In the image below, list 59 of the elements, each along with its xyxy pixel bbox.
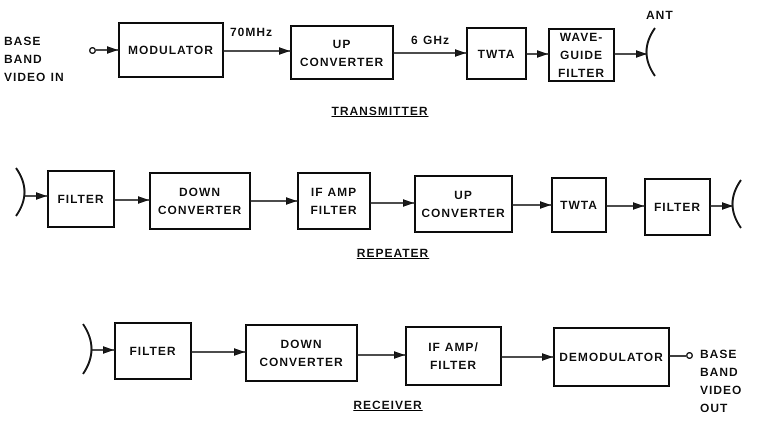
arrow <box>91 346 114 354</box>
terminal-label: BASE BAND VIDEO IN <box>4 33 66 86</box>
block-box <box>553 327 670 387</box>
arrow <box>607 202 644 210</box>
block-box <box>114 322 192 380</box>
arrow <box>115 196 149 204</box>
block-label: IF AMP FILTER <box>309 184 359 219</box>
arrow <box>96 46 118 54</box>
arrow <box>711 202 733 210</box>
arrow <box>224 47 290 55</box>
block-label: FILTER <box>129 343 177 360</box>
block-label: DOWN CONVERTER <box>258 336 345 371</box>
block-label: DOWN CONVERTER <box>156 184 244 219</box>
arrow <box>358 351 405 359</box>
block-box <box>290 25 394 80</box>
arrow <box>251 197 297 205</box>
arrow <box>527 50 548 58</box>
block-box <box>245 324 358 382</box>
block-label: WAVE-GUIDE FILTER <box>556 29 606 82</box>
block-box <box>644 178 711 236</box>
section-title: REPEATER <box>356 246 430 260</box>
antenna-symbol <box>82 324 92 374</box>
terminal-circle <box>89 47 96 54</box>
block-label: DEMODULATOR <box>559 349 664 366</box>
block-label: FILTER <box>654 199 702 216</box>
terminal-label: BASE BAND VIDEO OUT <box>700 346 744 417</box>
arrow <box>615 50 647 58</box>
antenna-symbol <box>646 28 656 76</box>
antenna-symbol <box>732 180 742 228</box>
arrow <box>24 192 47 200</box>
terminal-circle <box>686 352 693 359</box>
block-box <box>414 175 513 233</box>
block-label: MODULATOR <box>128 42 214 59</box>
block-box <box>47 170 115 228</box>
antenna-symbol <box>15 168 25 216</box>
block-box <box>118 22 224 78</box>
edge-label: 6 GHz <box>410 33 452 47</box>
arrow <box>192 348 245 356</box>
section-title: RECEIVER <box>353 398 423 412</box>
block-label: TWTA <box>560 197 598 214</box>
connector-line <box>670 355 686 357</box>
terminal-label: ANT <box>646 7 675 24</box>
arrow <box>371 199 414 207</box>
edge-label: 70MHz <box>229 25 274 39</box>
section-title: TRANSMITTER <box>332 104 428 118</box>
block-box <box>405 326 502 386</box>
block-box <box>551 177 607 233</box>
block-box <box>149 172 251 230</box>
arrow <box>502 353 553 361</box>
block-box <box>466 27 527 80</box>
block-label: IF AMP/ FILTER <box>427 339 480 374</box>
arrow <box>513 201 551 209</box>
block-box <box>548 28 615 82</box>
block-label: FILTER <box>57 191 105 208</box>
block-box <box>297 172 371 230</box>
arrow <box>394 49 466 57</box>
block-label: UP CONVERTER <box>298 36 386 70</box>
block-label: TWTA <box>478 46 516 62</box>
block-label: UP CONVERTER <box>420 187 507 222</box>
